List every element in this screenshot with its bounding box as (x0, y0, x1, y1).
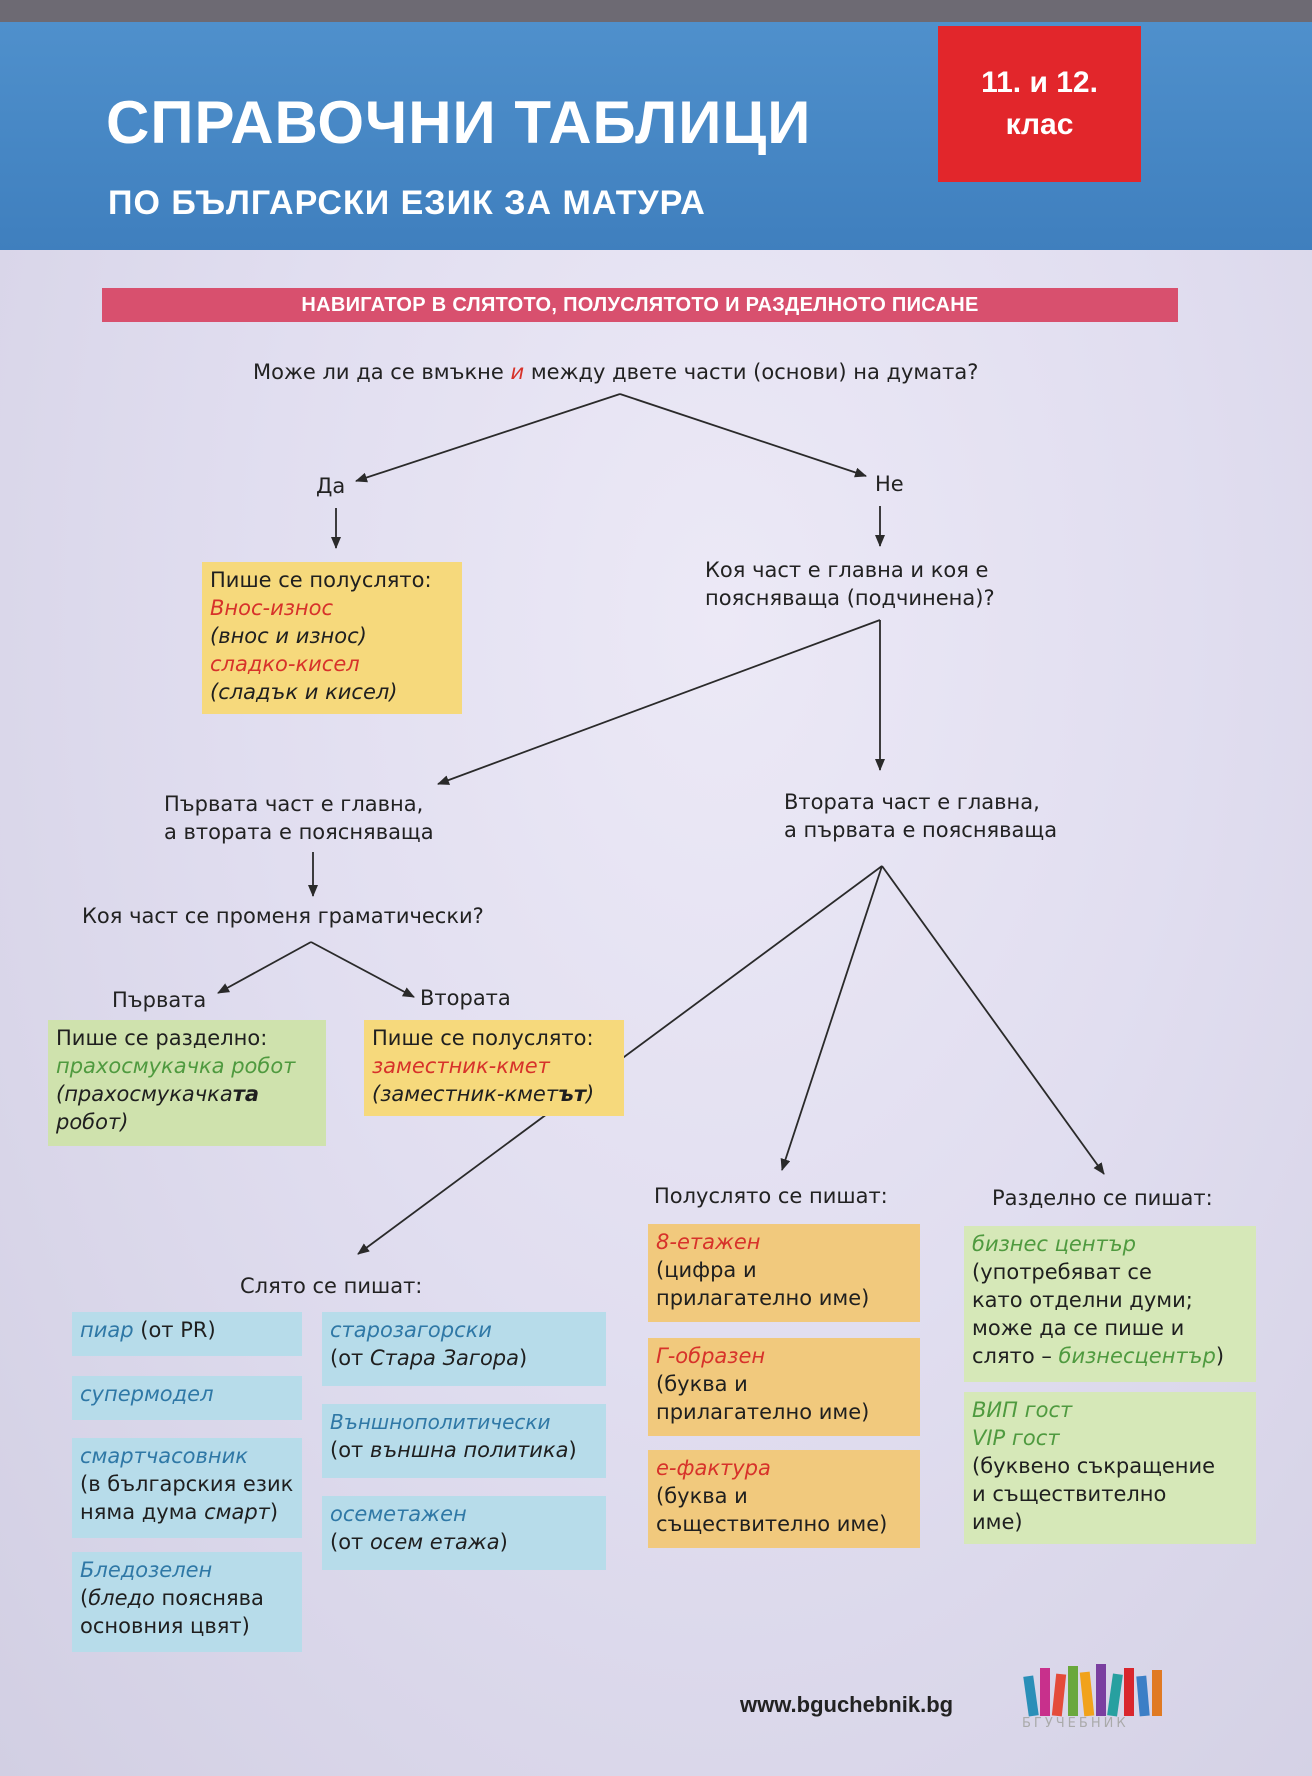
box-heading: Пише се полуслято: (372, 1026, 594, 1050)
arrow-to-no (619, 393, 867, 478)
together-item-1: пиар (от PR) (72, 1312, 302, 1356)
box-semi-yes: Пише се полуслято: Внос-износ (внос и из… (202, 562, 462, 714)
label-second: Втората (420, 986, 511, 1010)
question-insert-i: Може ли да се вмъкне и между двете части… (253, 360, 979, 384)
example: сладко-кисел (210, 652, 360, 676)
arrow-to-yes (355, 393, 621, 483)
example-note: (прахосмукачката (56, 1082, 260, 1106)
publisher-logo-text: БГУЧЕБНИК (1022, 1716, 1129, 1731)
question-grammar-change: Коя част се променя граматически? (82, 904, 484, 928)
grade-line-1: 11. и 12. (981, 66, 1098, 99)
grade-badge: 11. и 12. клас (938, 26, 1141, 182)
together-item-2: супермодел (72, 1376, 302, 1420)
label-together: Слято се пишат: (240, 1274, 423, 1298)
example: Внос-износ (210, 596, 334, 620)
example: заместник-кмет (372, 1054, 550, 1078)
arrow-to-first (217, 941, 312, 994)
arrow-to-semi (780, 865, 883, 1171)
together-item-3: смартчасовник (в българския език няма ду… (72, 1438, 302, 1538)
second-part-main: Втората част е главна, а първата е поясн… (784, 790, 1058, 842)
together-item-7: осеметажен (от осем етажа) (322, 1496, 606, 1570)
separate-item-1: бизнес център (употребяват се като отдел… (964, 1226, 1256, 1382)
box-semi-second: Пише се полуслято: заместник-кмет (замес… (364, 1020, 624, 1116)
together-item-6: Външнополитически (от външна политика) (322, 1404, 606, 1478)
semi-item-3: е-фактура (буква и съществително име) (648, 1450, 920, 1548)
semi-item-2: Г-образен (буква и прилагателно име) (648, 1338, 920, 1436)
arrow-to-separate (881, 865, 1105, 1175)
box-heading: Пише се полуслято: (210, 568, 432, 592)
page-title: СПРАВОЧНИ ТАБЛИЦИ (106, 89, 812, 156)
example: прахосмукачка робот (56, 1054, 296, 1078)
label-semi: Полуслято се пишат: (654, 1184, 888, 1208)
box-heading: Пише се разделно: (56, 1026, 268, 1050)
example-note: (заместник-кметът) (372, 1082, 595, 1106)
label-separate: Разделно се пишат: (992, 1186, 1213, 1210)
answer-yes: Да (316, 474, 346, 498)
together-item-4: Бледозелен (бледо пояснява основния цвят… (72, 1552, 302, 1652)
question-main-part: Коя част е главна и коя е поясняваща (по… (705, 558, 995, 610)
semi-item-1: 8-етажен (цифра и прилагателно име) (648, 1224, 920, 1322)
section-banner: НАВИГАТОР В СЛЯТОТО, ПОЛУСЛЯТОТО И РАЗДЕ… (102, 288, 1178, 322)
box-separate-first: Пише се разделно: прахосмукачка робот (п… (48, 1020, 326, 1146)
conjunction-i: и (510, 360, 525, 384)
separate-item-2: ВИП гост VIP гост (буквено съкращение и … (964, 1392, 1256, 1544)
grade-line-2: клас (1005, 108, 1074, 141)
publisher-logo-books-icon (1023, 1664, 1162, 1717)
example-note: (внос и износ) (210, 624, 367, 648)
label-first: Първата (112, 988, 207, 1012)
example-note: (сладък и кисел) (210, 680, 398, 704)
together-item-5: старозагорски (от Стара Загора) (322, 1312, 606, 1386)
page-subtitle: ПО БЪЛГАРСКИ ЕЗИК ЗА МАТУРА (108, 184, 706, 222)
first-part-main: Първата част е главна, а втората е поясн… (164, 792, 434, 844)
publisher-url: www.bguchebnik.bg (740, 1692, 954, 1717)
example-note: робот) (56, 1110, 129, 1134)
answer-no: Не (875, 472, 904, 496)
arrow-to-first-main (437, 619, 881, 785)
top-edge (0, 0, 1312, 22)
arrow-to-second (310, 941, 415, 998)
